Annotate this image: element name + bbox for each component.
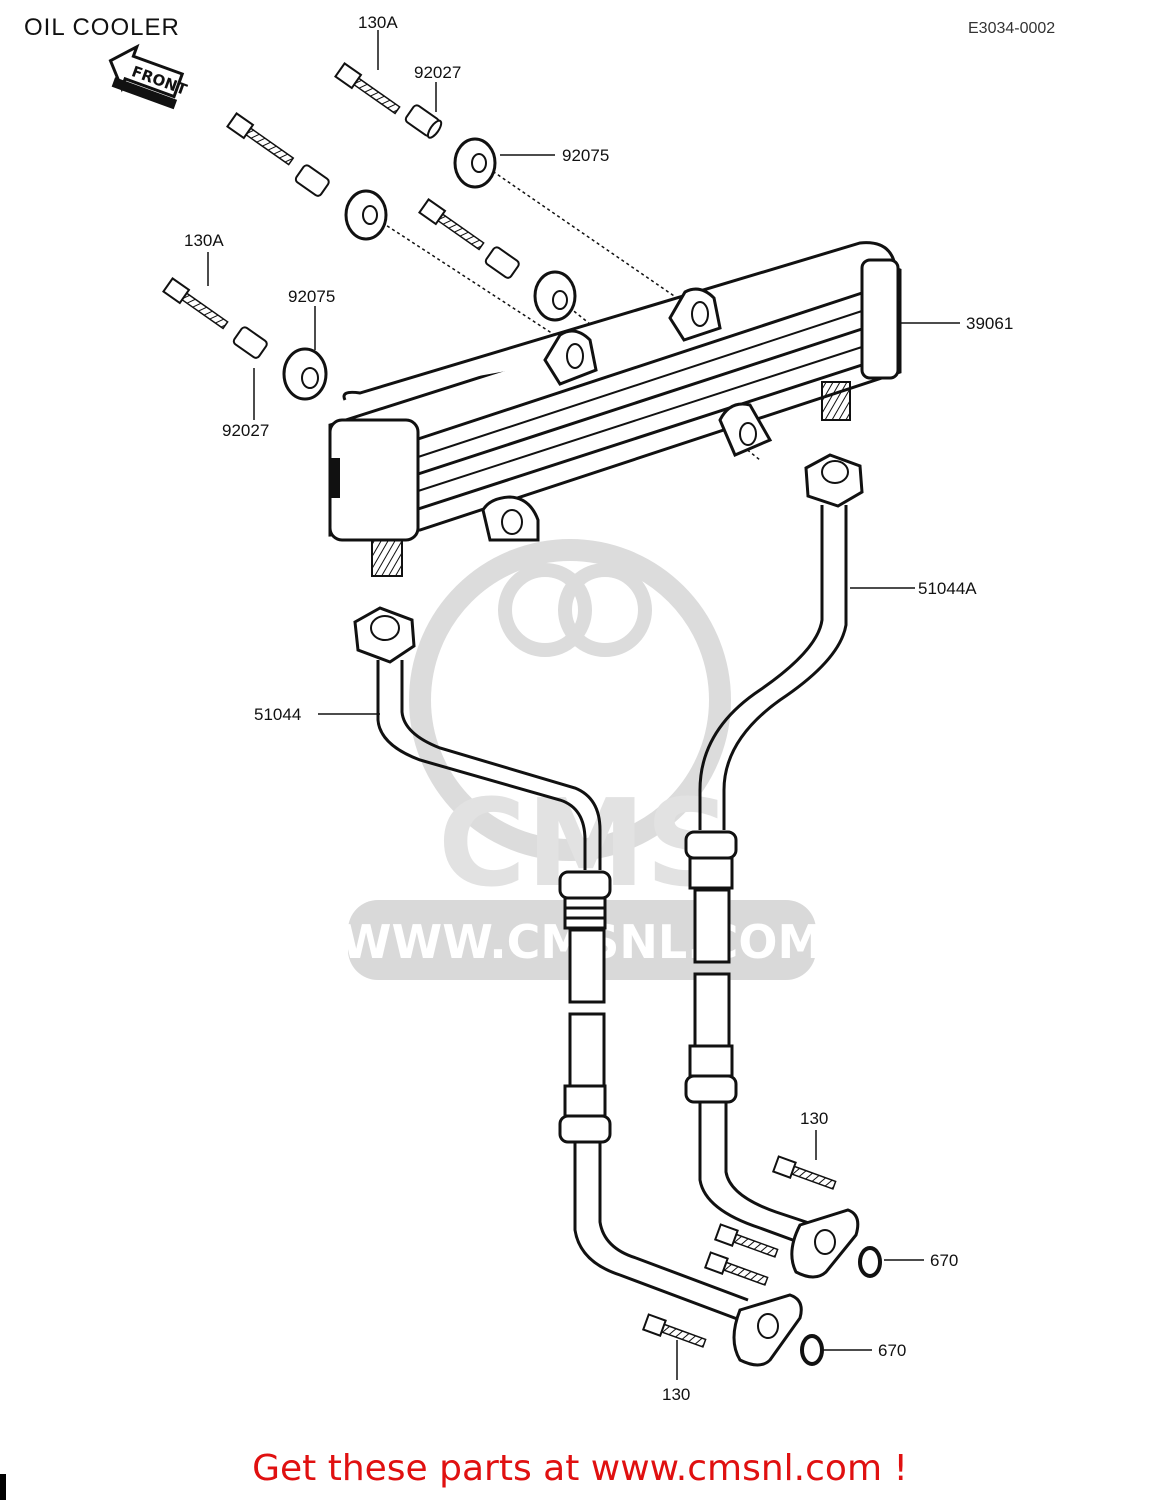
callout-130a-left: 130A: [184, 231, 224, 250]
oil-cooler-diagram: CMS WWW.CMSNL.COM FRONT: [108, 13, 1013, 1404]
callout-670-lower: 670: [878, 1341, 906, 1360]
callout-51044a: 51044A: [918, 579, 977, 598]
collar-mid: [294, 164, 330, 197]
grommet-right-mount: [533, 270, 577, 322]
corner-mark: [0, 1474, 6, 1500]
o-ring-670-lower: [800, 1334, 824, 1366]
callout-92027-left: 92027: [222, 421, 269, 440]
oil-cooler-39061: [328, 241, 902, 577]
callout-92027-top: 92027: [414, 63, 461, 82]
callout-lines: [207, 30, 960, 1380]
o-ring-670-upper: [858, 1246, 882, 1278]
grommet-92075-left: [282, 347, 328, 401]
bolt-mid: [226, 112, 295, 166]
callout-130-right: 130: [800, 1109, 828, 1128]
callout-92075-left: 92075: [288, 287, 335, 306]
bolt-130a-top: [334, 62, 401, 115]
callout-51044: 51044: [254, 705, 301, 724]
bolt-130-mid-b: [703, 1251, 769, 1286]
flange-upper: [790, 1208, 860, 1279]
bolt-130-right: [771, 1155, 837, 1190]
oil-hose-51044a: [684, 453, 864, 1252]
bolt-130a-left: [162, 277, 229, 330]
callout-670-upper: 670: [930, 1251, 958, 1270]
collar-92027-left: [232, 326, 268, 359]
bolt-130-bottom: [641, 1313, 707, 1348]
callout-130a-top: 130A: [358, 13, 398, 32]
bolt-right-mount: [418, 198, 485, 251]
page-title: OIL COOLER: [24, 14, 180, 41]
callout-39061: 39061: [966, 314, 1013, 333]
collar-right-mount: [484, 246, 520, 279]
oil-hose-51044: [353, 606, 749, 1322]
bolt-130-mid-a: [713, 1223, 779, 1258]
collar-92027-top: [404, 104, 443, 139]
front-arrow: FRONT: [108, 43, 190, 110]
grommet-mid: [344, 189, 388, 241]
diagram-code: E3034-0002: [968, 20, 1056, 37]
flange-lower: [732, 1293, 803, 1367]
watermark-logo: [409, 539, 731, 861]
callout-92075-top: 92075: [562, 146, 609, 165]
callout-130-bottom: 130: [662, 1385, 690, 1404]
grommet-92075-top: [453, 137, 497, 189]
get-parts-link[interactable]: Get these parts at www.cmsnl.com !: [252, 1448, 908, 1489]
